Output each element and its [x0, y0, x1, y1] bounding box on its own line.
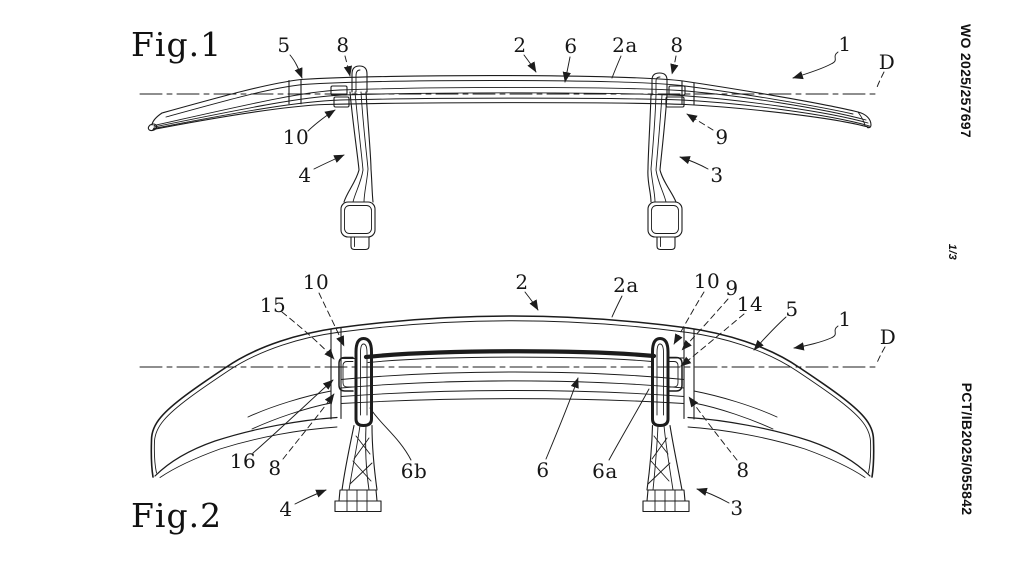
fig2-left-hoop: [354, 337, 373, 427]
fig2-title: Fig.2: [131, 496, 223, 535]
fig1-ref-3-11: 3: [710, 163, 724, 187]
fig2-ref-6a-14: 6a: [592, 459, 618, 483]
fig2-ref-10-4: 10: [693, 269, 721, 293]
sheet-number: 1/3: [946, 243, 958, 261]
fig2-ref-16-10: 16: [229, 449, 257, 473]
fig2-ref-8-11: 8: [268, 456, 282, 480]
fig2-ref-9-5: 9: [725, 276, 739, 300]
fig2-ref-4-16: 4: [279, 497, 293, 521]
fig1-ref-10-8: 10: [282, 125, 310, 149]
fig1-ref-2a-4: 2a: [612, 33, 638, 57]
fig1-wing: [147, 75, 872, 132]
fig2-ref-3-17: 3: [730, 496, 744, 520]
fig2-ref-6b-12: 6b: [400, 459, 428, 483]
fig2-ref-5-7: 5: [785, 297, 799, 321]
fig1-ref-2-2: 2: [513, 33, 527, 57]
fig1-ref-5-0: 5: [277, 33, 291, 57]
fig1-ref-4-10: 4: [298, 163, 312, 187]
fig2-ref-1-8: 1: [838, 307, 852, 331]
fig1-left-clip: [330, 85, 350, 108]
application-number: PCT/IB2025/055842: [959, 382, 975, 516]
fig2-drawing: [139, 291, 886, 513]
fig2-right-endplate: [683, 327, 875, 478]
fig2-left-endplate: [150, 327, 342, 478]
fig2-ref-2-2: 2: [515, 270, 529, 294]
fig2-ref-15-0: 15: [259, 293, 287, 317]
fig1-drawing: [139, 51, 885, 251]
fig2-ref-14-6: 14: [736, 292, 764, 316]
fig2-right-hoop: [651, 337, 670, 427]
fig1-ref-8-5: 8: [670, 33, 684, 57]
fig2-ref-6-13: 6: [536, 458, 550, 482]
fig2-left-pylon: [334, 424, 382, 513]
fig2-ref-8-15: 8: [736, 458, 750, 482]
fig2-right-clip: [667, 356, 683, 392]
fig1-right-pylon: [647, 72, 683, 251]
fig1-ref-8-1: 8: [336, 33, 350, 57]
fig1-title: Fig.1: [131, 25, 223, 64]
fig2-wing-top: [336, 315, 689, 333]
publication-number: WO 2025/257697: [958, 24, 974, 138]
fig2-ref-D-9: D: [879, 325, 897, 349]
fig1-ref-1-6: 1: [838, 32, 852, 56]
fig1-ref-9-9: 9: [715, 125, 729, 149]
fig1-left-pylon: [340, 65, 376, 251]
fig2-ref-2a-3: 2a: [613, 273, 639, 297]
fig2-leaders: [252, 291, 886, 505]
fig1-leaders: [289, 51, 885, 170]
fig1-ref-D-7: D: [878, 50, 896, 74]
fig1-ref-6-3: 6: [564, 34, 578, 58]
fig2-wing-flap: [340, 349, 685, 404]
fig2-right-pylon: [642, 424, 690, 513]
fig2-ref-10-1: 10: [302, 270, 330, 294]
fig2-left-clip: [338, 356, 354, 392]
